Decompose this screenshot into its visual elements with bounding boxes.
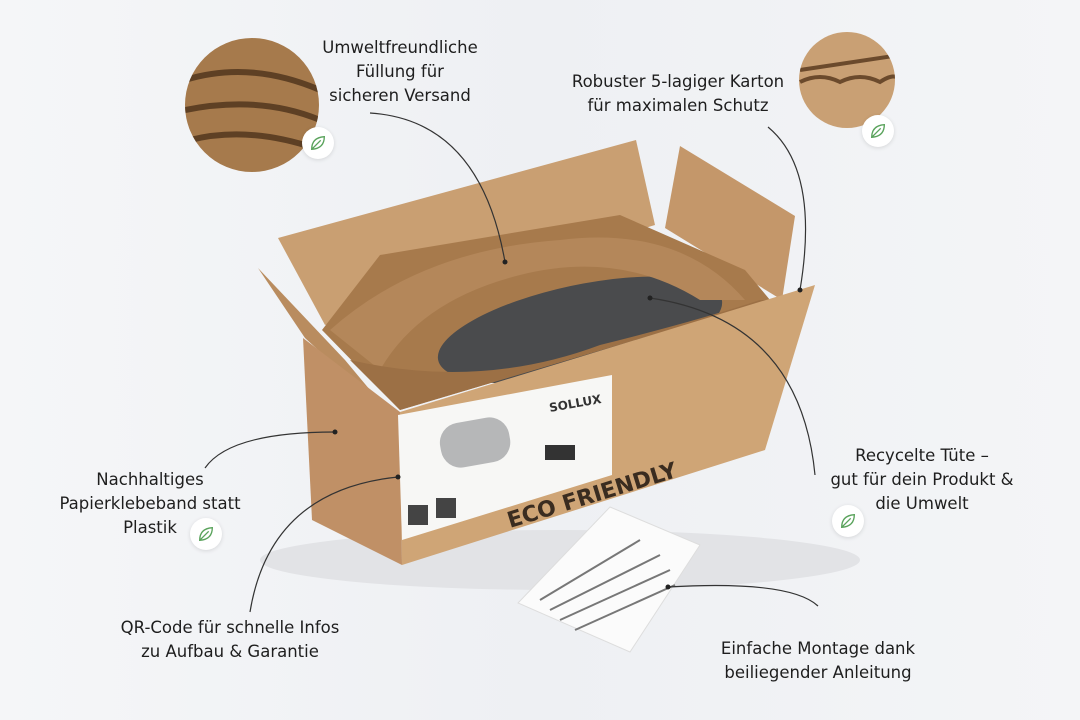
filling-detail-photo (185, 38, 319, 172)
callout-lines (204, 112, 819, 613)
callout-bag: Recycelte Tüte – gut für dein Produkt & … (830, 444, 1013, 516)
callout-line: beiliegender Anleitung (724, 663, 912, 682)
filling-top (330, 237, 745, 370)
callout-line: sicheren Versand (329, 86, 471, 105)
callout-line: Füllung für (356, 62, 444, 81)
callout-line: Plastik (123, 518, 177, 537)
callout-line: Papierklebeband statt (59, 494, 241, 513)
callout-tape: Nachhaltiges Papierklebeband statt Plast… (59, 468, 240, 540)
box-left-flap (258, 268, 395, 420)
callout-line: Recycelte Tüte – (855, 446, 989, 465)
callout-manual: Einfache Montage dank beiliegender Anlei… (721, 637, 915, 685)
callout-line: die Umwelt (875, 494, 969, 513)
carton-detail-photo (799, 32, 895, 128)
leaf-icon (862, 115, 894, 147)
callout-line: Nachhaltiges (96, 470, 204, 489)
callout-line: Robuster 5-lagiger Karton (571, 72, 785, 91)
callout-carton: Robuster 5-lagiger Karton für maximalen … (572, 70, 784, 118)
callout-line: QR-Code für schnelle Infos (120, 618, 340, 637)
leaf-icon (302, 127, 334, 159)
filling-front (350, 300, 770, 410)
callout-line: gut für dein Produkt & (830, 470, 1014, 489)
leaf-icon (190, 518, 222, 550)
callout-qr: QR-Code für schnelle Infos zu Aufbau & G… (121, 616, 340, 664)
callout-line: für maximalen Schutz (587, 96, 769, 115)
callout-filling: Umweltfreundliche Füllung für sicheren V… (322, 36, 477, 108)
callout-line: zu Aufbau & Garantie (141, 642, 319, 661)
callout-line: Umweltfreundliche (322, 38, 478, 57)
callout-line: Einfache Montage dank (720, 639, 916, 658)
box-right-flap (665, 146, 795, 300)
recycled-bag (437, 276, 723, 384)
box-side (303, 338, 402, 565)
leaf-icon (832, 505, 864, 537)
